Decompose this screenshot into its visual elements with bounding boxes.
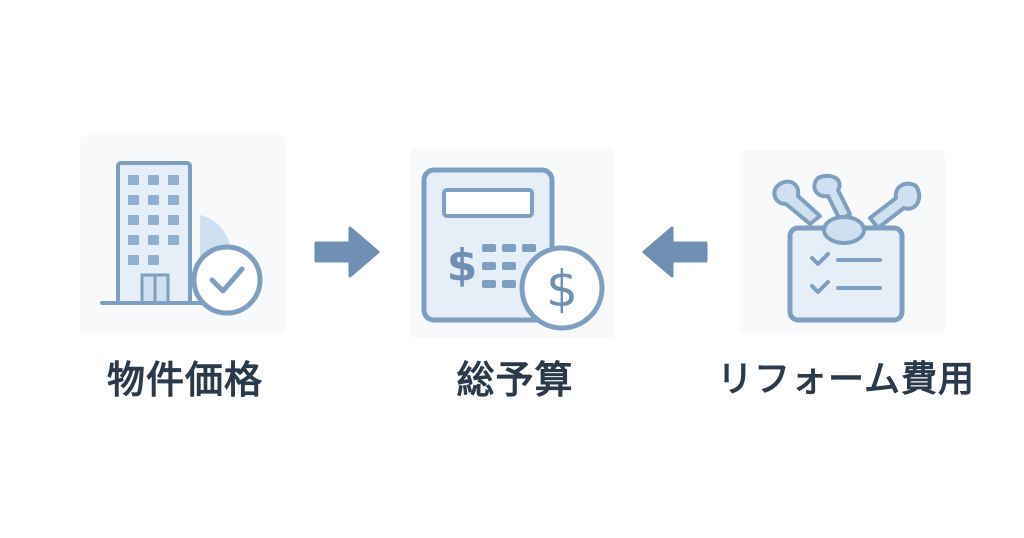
arrow-right-icon xyxy=(314,226,380,278)
tools-checklist-icon xyxy=(772,173,922,323)
building-check-icon xyxy=(100,161,263,316)
arrow-right xyxy=(312,222,382,282)
calculator-dollar-icon: $ $ xyxy=(421,167,605,331)
svg-text:$: $ xyxy=(447,240,478,291)
property-price-label: 物件価格 xyxy=(106,358,263,402)
total-budget-label: 総予算 xyxy=(456,358,574,402)
reform-cost-tile xyxy=(740,150,945,335)
total-budget-tile: $ $ xyxy=(410,148,615,338)
property-price-tile xyxy=(80,135,285,335)
svg-text:$: $ xyxy=(546,260,578,318)
arrow-left-icon xyxy=(642,226,708,278)
reform-cost-label: リフォーム費用 xyxy=(717,359,975,400)
arrow-left xyxy=(640,222,710,282)
